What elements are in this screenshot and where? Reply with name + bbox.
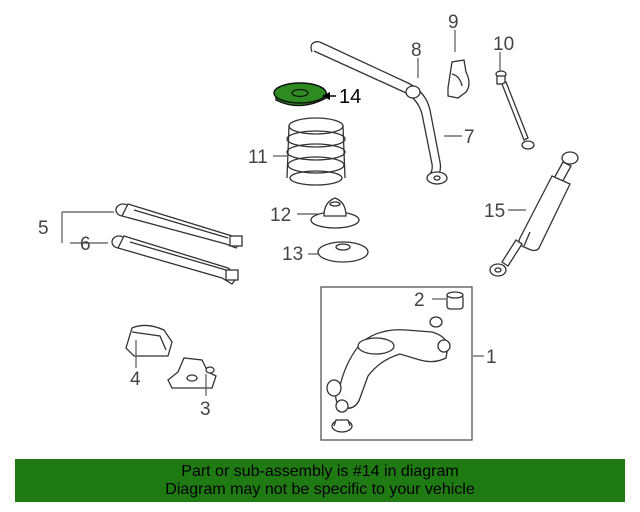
banner-line-1: Part or sub-assembly is #14 in diagram: [181, 462, 459, 480]
banner-line-2: Diagram may not be specific to your vehi…: [165, 480, 475, 498]
info-banner: Part or sub-assembly is #14 in diagram D…: [15, 459, 625, 502]
lower-insulator[interactable]: [317, 241, 369, 263]
coil-spring[interactable]: [286, 117, 346, 186]
upper-control-arm[interactable]: [115, 203, 243, 249]
shock-absorber[interactable]: [489, 151, 579, 277]
stabilizer-link[interactable]: [495, 70, 535, 150]
lower-control-arm-assembly[interactable]: [320, 286, 473, 441]
mount-bracket-3[interactable]: [167, 357, 217, 389]
callout-6: 6: [80, 234, 91, 255]
callout-3: 3: [200, 399, 211, 420]
bushing[interactable]: [446, 291, 464, 310]
callout-7: 7: [464, 127, 475, 148]
mount-bracket-4[interactable]: [125, 324, 173, 357]
callout-10: 10: [493, 34, 514, 55]
callout-13: 13: [282, 244, 303, 265]
leader-lines: [61, 30, 526, 396]
stabilizer-bar[interactable]: [310, 41, 448, 185]
callout-4: 4: [130, 369, 141, 390]
callout-15: 15: [484, 201, 505, 222]
callout-9: 9: [448, 12, 459, 33]
callout-11: 11: [248, 147, 268, 168]
callout-5: 5: [38, 218, 49, 239]
lower-control-arm-rear[interactable]: [111, 235, 239, 285]
spring-insulator-highlighted[interactable]: [273, 82, 327, 107]
callout-14: 14: [339, 86, 361, 108]
parts-diagram: 1 2 3 4 5 6 7 8 9 10 11 12 13 14 15: [38, 12, 579, 441]
callout-12: 12: [270, 205, 291, 226]
callout-2: 2: [414, 290, 425, 311]
bump-stop[interactable]: [310, 197, 360, 229]
callout-8: 8: [411, 40, 422, 61]
callout-1: 1: [486, 347, 497, 368]
stabilizer-bracket[interactable]: [447, 59, 470, 99]
